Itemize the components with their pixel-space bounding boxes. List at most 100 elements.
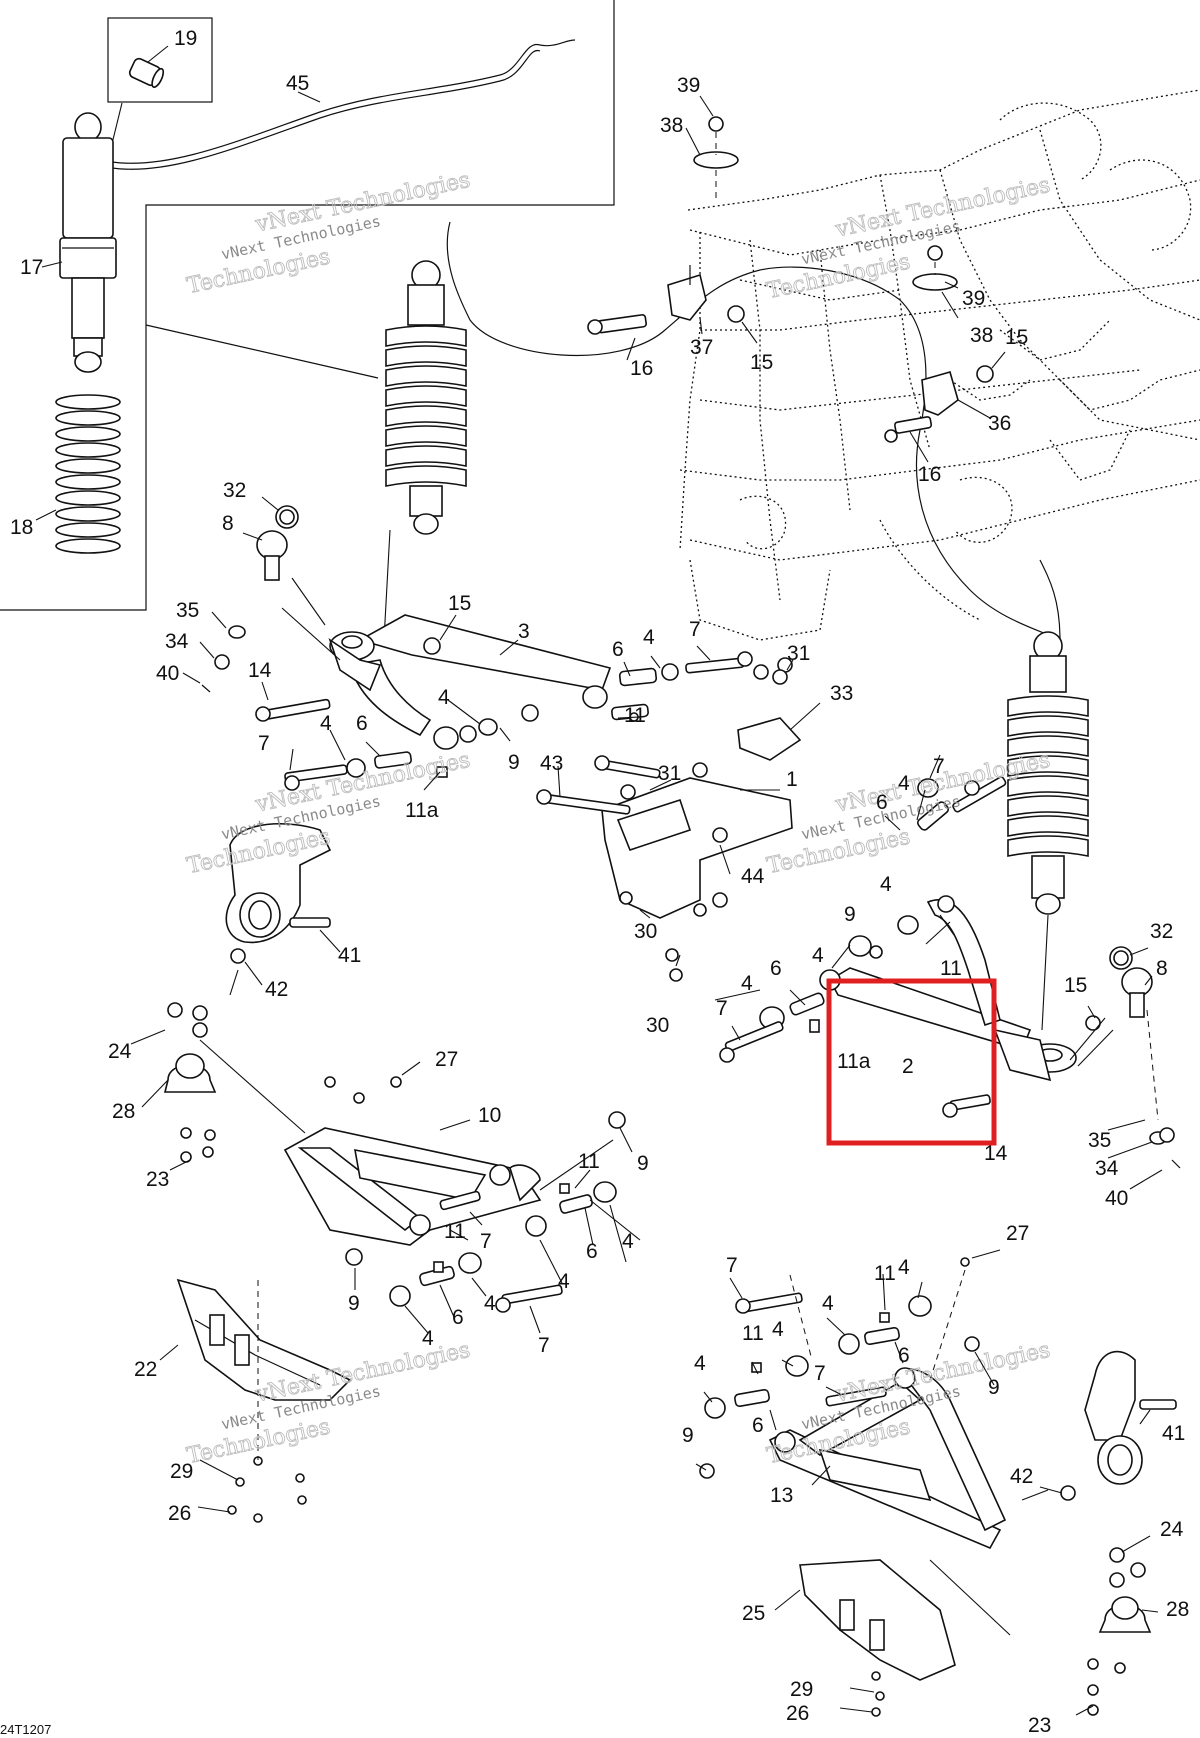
callout-31: 31	[658, 762, 681, 785]
callout-33: 33	[830, 682, 853, 705]
vehicle-frame	[679, 89, 1200, 641]
callout-34: 34	[1095, 1157, 1119, 1180]
callout-27: 27	[1006, 1222, 1029, 1245]
callout-30: 30	[634, 920, 657, 943]
callout-40: 40	[156, 662, 179, 685]
leader-lines	[35, 45, 1163, 1716]
callout-11: 11	[624, 704, 646, 727]
callout-39: 39	[677, 74, 700, 97]
callout-4: 4	[772, 1318, 784, 1341]
callout-7: 7	[716, 997, 728, 1020]
callout-34: 34	[165, 630, 189, 653]
callout-41: 41	[338, 944, 361, 967]
callout-28: 28	[112, 1100, 135, 1123]
callout-4: 4	[741, 972, 753, 995]
callout-26: 26	[168, 1502, 191, 1525]
callout-labels: 19 45 17 18 39 38 39 38 15 16 37 15 36 1…	[10, 27, 1189, 1737]
callout-3: 3	[518, 620, 530, 643]
assembly-arrows	[199, 607, 1106, 1636]
callout-7: 7	[814, 1362, 826, 1385]
callout-10: 10	[478, 1104, 501, 1127]
callout-4: 4	[822, 1292, 834, 1315]
callout-9: 9	[682, 1424, 694, 1447]
callout-41: 41	[1162, 1422, 1185, 1445]
callout-9: 9	[348, 1292, 360, 1315]
callout-7: 7	[480, 1230, 492, 1253]
callout-14: 14	[248, 659, 272, 682]
callout-31: 31	[787, 642, 810, 665]
callout-29: 29	[790, 1678, 813, 1701]
guard-22	[176, 1278, 352, 1523]
upper-shock-mounts	[587, 116, 994, 443]
callout-11a: 11a	[405, 799, 439, 822]
callout-32: 32	[1150, 920, 1173, 943]
callout-15: 15	[750, 351, 773, 374]
callout-18: 18	[10, 516, 33, 539]
callout-42: 42	[265, 978, 288, 1001]
callout-16: 16	[918, 463, 941, 486]
callout-6: 6	[876, 791, 888, 814]
callout-27: 27	[435, 1048, 458, 1071]
callout-6: 6	[898, 1344, 910, 1367]
callout-15: 15	[448, 592, 471, 615]
callout-6: 6	[356, 712, 368, 735]
callout-45: 45	[286, 72, 309, 95]
callout-26: 26	[786, 1702, 809, 1725]
callout-8: 8	[222, 512, 234, 535]
callout-4: 4	[880, 873, 892, 896]
callout-24: 24	[1160, 1518, 1184, 1541]
shock-detail-inset	[0, 0, 615, 611]
callout-6: 6	[612, 638, 624, 661]
callout-7: 7	[538, 1334, 550, 1357]
callout-7: 7	[726, 1254, 738, 1277]
callout-44: 44	[741, 865, 765, 888]
callout-23: 23	[1028, 1714, 1051, 1737]
callout-15: 15	[1005, 326, 1028, 349]
callout-39: 39	[962, 287, 985, 310]
callout-2: 2	[902, 1055, 914, 1078]
callout-7: 7	[258, 732, 270, 755]
callout-11: 11	[874, 1262, 896, 1285]
callout-36: 36	[988, 412, 1011, 435]
ball-joint-28-right	[1087, 1547, 1152, 1716]
coil-spring-18	[55, 394, 121, 554]
callout-17: 17	[20, 256, 43, 279]
callout-7: 7	[933, 755, 945, 778]
callout-6: 6	[452, 1306, 464, 1329]
callout-9: 9	[637, 1152, 649, 1175]
callout-40: 40	[1105, 1187, 1128, 1210]
knuckle-right	[1060, 1350, 1177, 1501]
callout-38: 38	[970, 324, 993, 347]
callout-9: 9	[988, 1376, 1000, 1399]
callout-14: 14	[984, 1142, 1008, 1165]
callout-38: 38	[660, 114, 683, 137]
lower-arm-10	[163, 1002, 626, 1313]
callout-13: 13	[770, 1484, 793, 1507]
callout-19: 19	[174, 27, 197, 50]
callout-1: 1	[786, 768, 798, 791]
callout-6: 6	[770, 957, 782, 980]
callout-23: 23	[146, 1168, 169, 1191]
knuckle-left	[225, 822, 332, 964]
callout-37: 37	[690, 336, 713, 359]
callout-4: 4	[558, 1270, 570, 1293]
callout-4: 4	[438, 686, 450, 709]
upper-a-arm-3	[201, 505, 753, 791]
highlight-box	[826, 978, 997, 1146]
callout-4: 4	[622, 1230, 634, 1253]
callout-22: 22	[134, 1358, 157, 1381]
callout-4: 4	[898, 1256, 910, 1279]
callout-24: 24	[108, 1040, 132, 1063]
callout-4: 4	[422, 1327, 434, 1350]
right-shock-absorber	[1007, 631, 1089, 1031]
callout-11: 11	[742, 1322, 764, 1345]
callout-32: 32	[223, 479, 246, 502]
bracket-1	[536, 657, 802, 982]
callout-9: 9	[844, 903, 856, 926]
callout-42: 42	[1010, 1465, 1033, 1488]
guard-25	[799, 1559, 956, 1717]
brake-line	[446, 221, 1061, 641]
callout-4: 4	[643, 626, 655, 649]
callout-6: 6	[586, 1240, 598, 1263]
